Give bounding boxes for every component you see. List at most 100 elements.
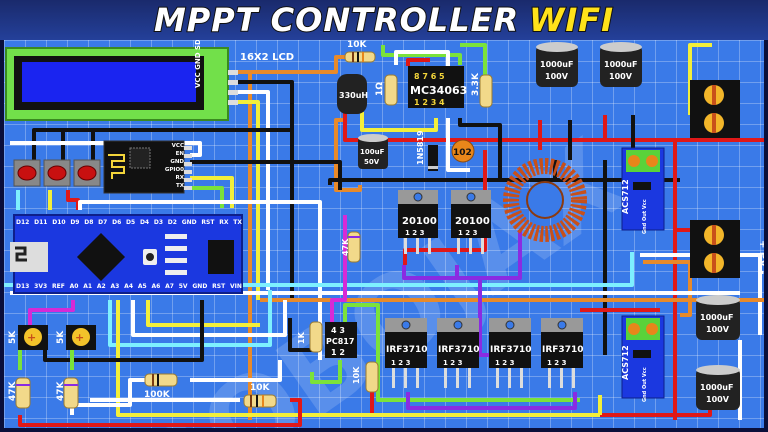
- svg-text:1 2 3: 1 2 3: [405, 229, 425, 237]
- svg-text:1 2 3 4: 1 2 3 4: [414, 98, 445, 107]
- resistor-1ohm: 1Ω: [375, 74, 398, 106]
- resistor-47k: 47K: [56, 377, 79, 409]
- ceramic-capacitor-102: 102: [451, 139, 475, 163]
- resistor-10k-bottom: 10K: [243, 383, 277, 408]
- resistor-10k-gate: 10K: [352, 361, 379, 393]
- resistor-10k-top: 10K: [344, 40, 376, 63]
- resistor-47k-mid: 47K: [341, 231, 361, 263]
- svg-text:3.3K: 3.3K: [471, 72, 481, 96]
- svg-text:IRF3710: IRF3710: [542, 345, 583, 355]
- capacitor-100uf: 100uF 50V: [358, 134, 388, 169]
- terminal-block-bat: - BAT +: [690, 80, 764, 142]
- svg-text:- BAT +: - BAT +: [761, 101, 764, 142]
- lcd-label: 16X2 LCD: [240, 52, 294, 63]
- svg-text:+: +: [27, 331, 36, 344]
- svg-text:50V: 50V: [364, 158, 380, 166]
- svg-text:VCC GND SDA SCL: VCC GND SDA SCL: [194, 40, 202, 88]
- circuit-board: ROBOJAX: [4, 40, 764, 428]
- lcd-module: VCC GND SDA SCL 16X2 LCD: [5, 40, 294, 121]
- svg-text:MC34063: MC34063: [410, 84, 467, 97]
- mosfet-irf3710: IRF3710 1 2 3: [541, 318, 583, 388]
- toroid-inductor: [503, 158, 587, 242]
- svg-text:1000uF: 1000uF: [604, 60, 637, 69]
- svg-text:10K: 10K: [352, 366, 361, 384]
- svg-text:IRF3710: IRF3710: [438, 345, 479, 355]
- svg-text:IRF3710: IRF3710: [490, 345, 531, 355]
- esp01-module: [103, 140, 192, 194]
- push-button: [43, 159, 71, 187]
- schottky-20100: 20100 1 2 3: [451, 190, 491, 254]
- usb-port-icon: [15, 246, 27, 262]
- svg-text:100V: 100V: [545, 72, 569, 81]
- mosfet-irf3710: IRF3710 1 2 3: [385, 318, 427, 388]
- svg-text:47K: 47K: [56, 380, 66, 401]
- esp01-pin-labels: VCC EN GND GPIO0 RX TX: [164, 143, 184, 189]
- svg-text:1000uF: 1000uF: [700, 313, 733, 322]
- svg-text:100K: 100K: [144, 390, 171, 400]
- svg-text:10K: 10K: [250, 383, 271, 393]
- push-buttons: [13, 159, 101, 187]
- svg-text:1N5819: 1N5819: [416, 130, 425, 165]
- svg-text:Gnd Out Vcc: Gnd Out Vcc: [642, 199, 648, 234]
- svg-text:1 2 3: 1 2 3: [443, 359, 463, 367]
- schematic: ROBOJAX: [4, 40, 764, 428]
- resistor-3k3: 3.3K: [471, 72, 493, 108]
- wires: [4, 43, 764, 427]
- push-button: [13, 159, 41, 187]
- capacitor-1000uf: 1000uF 100V: [696, 365, 740, 410]
- svg-text:IRF3710: IRF3710: [386, 345, 427, 355]
- title-accent: WIFI: [528, 0, 615, 40]
- svg-text:1 2 3: 1 2 3: [547, 359, 567, 367]
- svg-text:47K: 47K: [341, 238, 350, 256]
- arduino-nano: [10, 214, 243, 294]
- svg-text:102: 102: [453, 148, 472, 158]
- svg-text:8 7 6 5: 8 7 6 5: [414, 72, 445, 81]
- inductor-330uh: 330uH: [337, 74, 368, 114]
- svg-text:100V: 100V: [609, 72, 633, 81]
- svg-text:20100: 20100: [402, 216, 437, 227]
- microcontroller-chip: [76, 232, 126, 282]
- svg-text:1000uF: 1000uF: [540, 60, 573, 69]
- acs712-sensor: ACS712 Gnd Out Vcc: [621, 147, 665, 234]
- svg-text:ACS712: ACS712: [621, 179, 630, 214]
- svg-text:+ PV -: + PV -: [757, 240, 764, 275]
- resistor-1k: 1K: [297, 321, 323, 353]
- schottky-20100: 20100 1 2 3: [398, 190, 438, 254]
- svg-text:+: +: [75, 331, 84, 344]
- svg-text:PC817: PC817: [326, 337, 354, 346]
- title-bar: MPPT CONTROLLER WIFI: [0, 0, 768, 40]
- svg-text:100V: 100V: [706, 325, 730, 334]
- svg-text:47K: 47K: [8, 380, 18, 401]
- title-main: MPPT CONTROLLER: [153, 0, 520, 40]
- svg-text:1 2 3: 1 2 3: [495, 359, 515, 367]
- svg-text:5K: 5K: [8, 330, 18, 344]
- potentiometer-5k: + 5K: [8, 325, 48, 350]
- push-button: [73, 159, 101, 187]
- svg-text:100uF: 100uF: [360, 148, 385, 156]
- svg-text:Gnd Out Vcc: Gnd Out Vcc: [642, 367, 648, 402]
- resistor-100k: 100K: [144, 373, 178, 400]
- svg-text:1000uF: 1000uF: [700, 383, 733, 392]
- svg-text:1 2 3: 1 2 3: [458, 229, 478, 237]
- mosfet-irf3710: IRF3710 1 2 3: [489, 318, 531, 388]
- svg-text:1 2: 1 2: [331, 348, 345, 357]
- terminal-block-pv: + PV -: [690, 220, 764, 278]
- optocoupler-pc817: 4 3 PC817 1 2: [325, 322, 357, 358]
- capacitor-1000uf: 1000uF 100V: [536, 42, 578, 87]
- svg-text:100V: 100V: [706, 395, 730, 404]
- capacitor-1000uf: 1000uF 100V: [600, 42, 642, 87]
- svg-text:1Ω: 1Ω: [375, 82, 385, 96]
- svg-text:1K: 1K: [297, 331, 306, 344]
- svg-text:4 3: 4 3: [331, 326, 345, 335]
- potentiometer-5k: + 5K: [56, 325, 96, 350]
- ic-mc34063: 8 7 6 5 MC34063 1 2 3 4: [408, 66, 467, 108]
- svg-text:1 2 3: 1 2 3: [391, 359, 411, 367]
- svg-text:10K: 10K: [347, 40, 368, 50]
- capacitor-1000uf: 1000uF 100V: [696, 295, 740, 340]
- svg-text:20100: 20100: [455, 216, 490, 227]
- antenna-icon: [108, 154, 125, 179]
- svg-text:330uH: 330uH: [339, 91, 368, 100]
- svg-text:5K: 5K: [56, 330, 66, 344]
